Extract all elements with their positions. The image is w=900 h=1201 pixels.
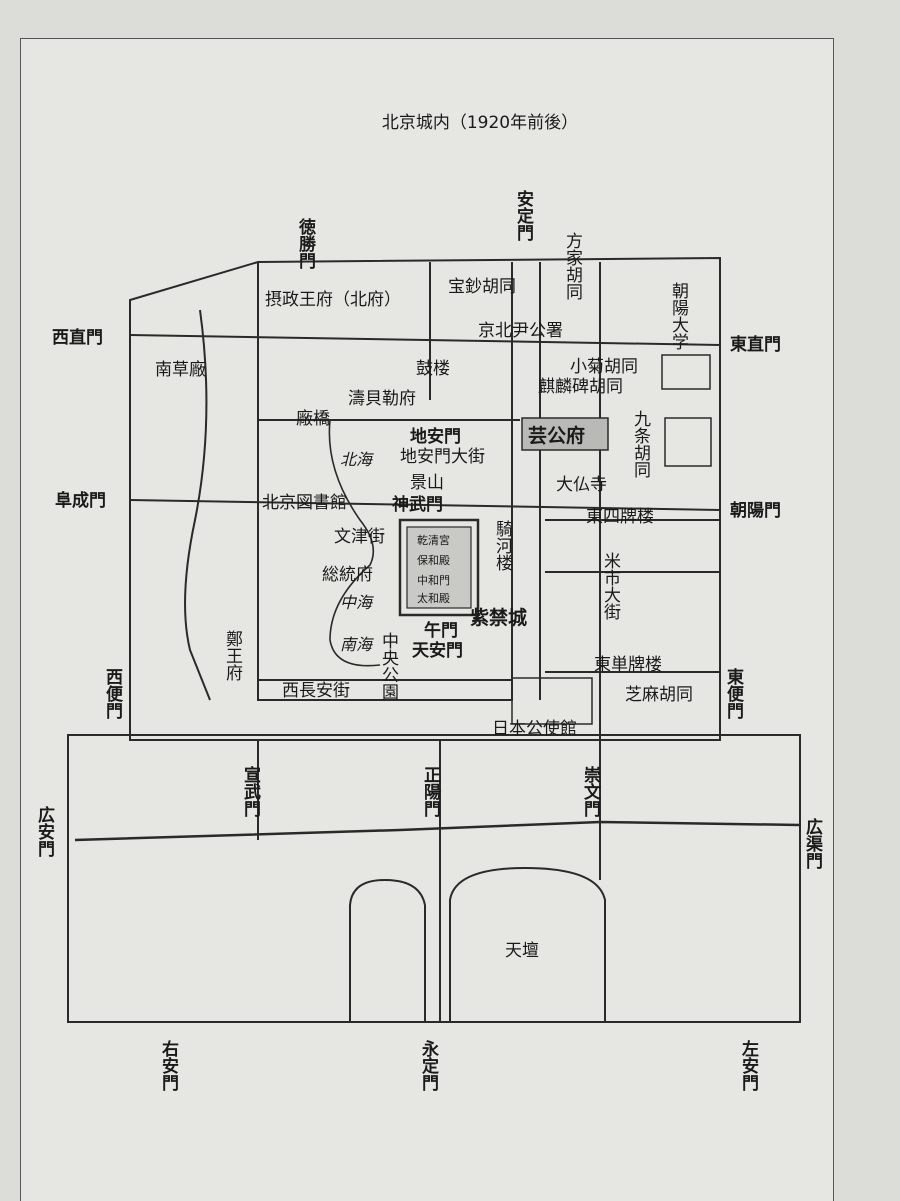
gate-chongwenmen: 崇文門	[580, 766, 601, 818]
tiantan-east	[449, 866, 606, 1022]
place-beihai: 北海	[340, 450, 374, 469]
gate-zuoanmen: 左安門	[738, 1039, 759, 1092]
place-sheshengwangfu: 摂政王府（北府）	[265, 290, 401, 310]
place-nanhai: 南海	[340, 635, 374, 654]
gate-dongbianmen: 東便門	[723, 667, 744, 720]
gate-xizhimen: 西直門	[52, 327, 103, 348]
imperial-city-wall	[257, 262, 513, 701]
place-dafosi: 大仏寺	[556, 475, 607, 495]
place-zhengwangfu: 鄭王府	[222, 630, 243, 682]
gate-guangqumen: 広渠門	[802, 817, 824, 870]
place-beijingtushuguan: 北京図書館	[262, 493, 347, 513]
place-digongfu: 芸公府	[528, 424, 585, 447]
hall-baohedian: 保和殿	[417, 553, 450, 567]
place-wenjinjie: 文津街	[334, 527, 385, 547]
hall-zhonghemen: 中和門	[417, 574, 450, 587]
place-wumen: 午門	[424, 620, 458, 641]
place-zhimahutong: 芝麻胡同	[625, 685, 693, 705]
page-frame	[20, 38, 834, 1201]
place-gulou: 鼓楼	[416, 359, 450, 379]
place-qilinbei: 麒麟碑胡同	[538, 377, 623, 397]
place-zhongyanggongyuan: 中央公園	[378, 632, 399, 700]
place-ribengongshiguan: 日本公使館	[492, 718, 577, 739]
place-dongdan: 東単牌楼	[594, 655, 662, 675]
gate-deshengmen: 徳勝門	[295, 217, 317, 270]
hall-taihedian: 太和殿	[417, 592, 450, 605]
place-nancaochang: 南草廠	[155, 359, 206, 380]
place-zijincheng: 紫禁城	[470, 606, 527, 629]
place-fangjiahutong: 方家胡同	[562, 232, 583, 301]
place-jiutiao: 九条胡同	[630, 410, 651, 479]
tiantan-west	[349, 878, 426, 1022]
west-river	[184, 309, 211, 701]
hall-qianqinggong: 乾清宮	[417, 533, 450, 547]
gate-andingmen: 安定門	[513, 189, 534, 242]
place-xichanganjie: 西長安街	[282, 681, 350, 701]
place-taobeilefu: 濤貝勒府	[348, 389, 416, 409]
place-changqiao: 廠橋	[296, 408, 330, 429]
gate-fuchengmen: 阜成門	[55, 490, 106, 511]
gate-zhengyangmen: 正陽門	[420, 766, 441, 818]
beihai-lake	[328, 419, 381, 667]
place-xiaojuhutong: 小菊胡同	[570, 357, 638, 377]
map-title: 北京城内（1920年前後）	[382, 113, 578, 133]
forbidden-city	[398, 518, 480, 617]
place-qiheluo: 騎河楼	[492, 520, 513, 571]
place-jingzhaoyin: 京北尹公署	[478, 321, 563, 341]
gate-xibianmen: 西便門	[102, 668, 123, 720]
inner-city-wall	[129, 256, 721, 741]
place-jingshan: 景山	[410, 473, 444, 493]
place-tiantan: 天壇	[505, 941, 539, 961]
place-dianmen: 地安門	[410, 426, 461, 447]
gate-yongdingmen: 永定門	[418, 1039, 440, 1092]
gate-chaoyangmen: 朝陽門	[730, 500, 781, 521]
gate-guanganmen: 広安門	[34, 805, 55, 858]
canal-line	[74, 820, 801, 842]
gate-xuanwumen: 宣武門	[240, 765, 261, 818]
place-chaoyangdaxue: 朝陽大学	[668, 282, 689, 350]
place-mishidajie: 米市大街	[600, 552, 621, 620]
place-tiananmen: 天安門	[412, 640, 463, 661]
place-zongtongfu: 総統府	[322, 565, 373, 585]
place-zhonghai: 中海	[340, 593, 374, 612]
place-dianmendajie: 地安門大街	[400, 447, 485, 467]
place-dongsi: 東四牌楼	[586, 507, 654, 527]
outer-city-wall	[67, 734, 801, 1023]
gate-dongzhimen: 東直門	[730, 334, 781, 355]
gate-youanmen: 右安門	[158, 1039, 179, 1092]
place-baochaohutong: 宝鈔胡同	[448, 277, 516, 297]
place-shenwumen: 神武門	[392, 494, 443, 515]
